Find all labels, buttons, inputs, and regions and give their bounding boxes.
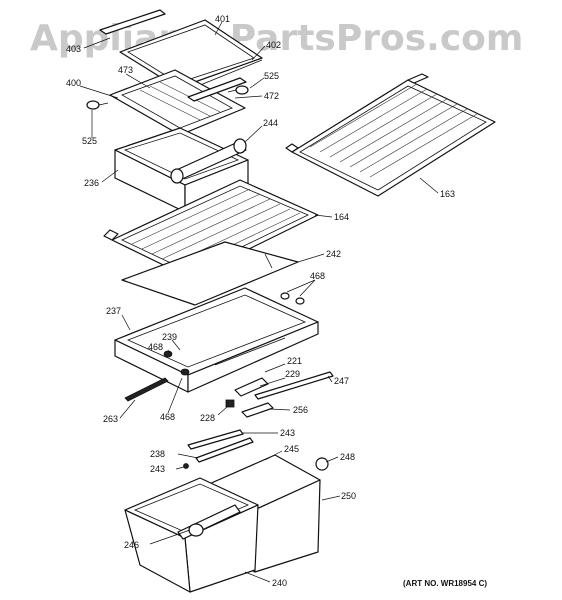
slide-256 [241, 402, 274, 418]
callout-229: 229 [285, 369, 300, 379]
control-228 [225, 399, 235, 408]
art-number: (ART NO. WR18954 C) [403, 579, 487, 588]
callout-244: 244 [263, 118, 278, 128]
callout-468-bottom: 468 [160, 412, 175, 422]
callout-246: 246 [124, 540, 139, 550]
callout-402: 402 [266, 40, 281, 50]
humidity-slider-229 [234, 377, 269, 397]
leader-lines [79, 21, 439, 583]
rail-247 [254, 371, 334, 400]
callout-243-upper: 243 [280, 428, 295, 438]
callout-164: 164 [334, 212, 349, 222]
deli-drawer [114, 127, 249, 213]
screw-243-lower [183, 463, 189, 469]
callout-472: 472 [264, 91, 279, 101]
callout-247: 247 [334, 376, 349, 386]
callout-228: 228 [200, 413, 215, 423]
callout-263: 263 [103, 414, 118, 424]
callout-248: 248 [340, 452, 355, 462]
deli-drawer-cover [170, 138, 247, 184]
top-shelf-frame [109, 69, 247, 136]
right-wire-shelf [285, 73, 496, 197]
callout-240: 240 [272, 578, 287, 588]
rail-238 [195, 437, 254, 463]
shelf-screw-left [86, 100, 109, 110]
callout-400: 400 [66, 78, 81, 88]
callout-401: 401 [215, 14, 230, 24]
shelf-screw-right [227, 85, 249, 95]
callout-242: 242 [326, 249, 341, 259]
callout-473: 473 [118, 65, 133, 75]
callout-239: 239 [162, 332, 177, 342]
rail-243-upper [187, 429, 244, 450]
callout-256: 256 [293, 405, 308, 415]
callout-237: 237 [106, 306, 121, 316]
callout-245: 245 [284, 444, 299, 454]
callout-250: 250 [341, 491, 356, 501]
crisper-drawer-left [124, 477, 259, 593]
callout-238: 238 [150, 449, 165, 459]
callout-468-left: 468 [148, 342, 163, 352]
callout-403: 403 [66, 44, 81, 54]
callout-221: 221 [287, 356, 302, 366]
callout-525-left: 525 [82, 136, 97, 146]
callout-236: 236 [84, 178, 99, 188]
callout-468-right: 468 [310, 271, 325, 281]
callout-243-lower: 243 [150, 464, 165, 474]
side-rail-263 [124, 377, 169, 402]
callout-525-top: 525 [264, 71, 279, 81]
crisper-cover-frame [114, 287, 319, 393]
center-wire-shelf [103, 179, 319, 279]
watermark-text: AppliancePartsPros.com [30, 18, 523, 59]
callout-163: 163 [440, 189, 455, 199]
